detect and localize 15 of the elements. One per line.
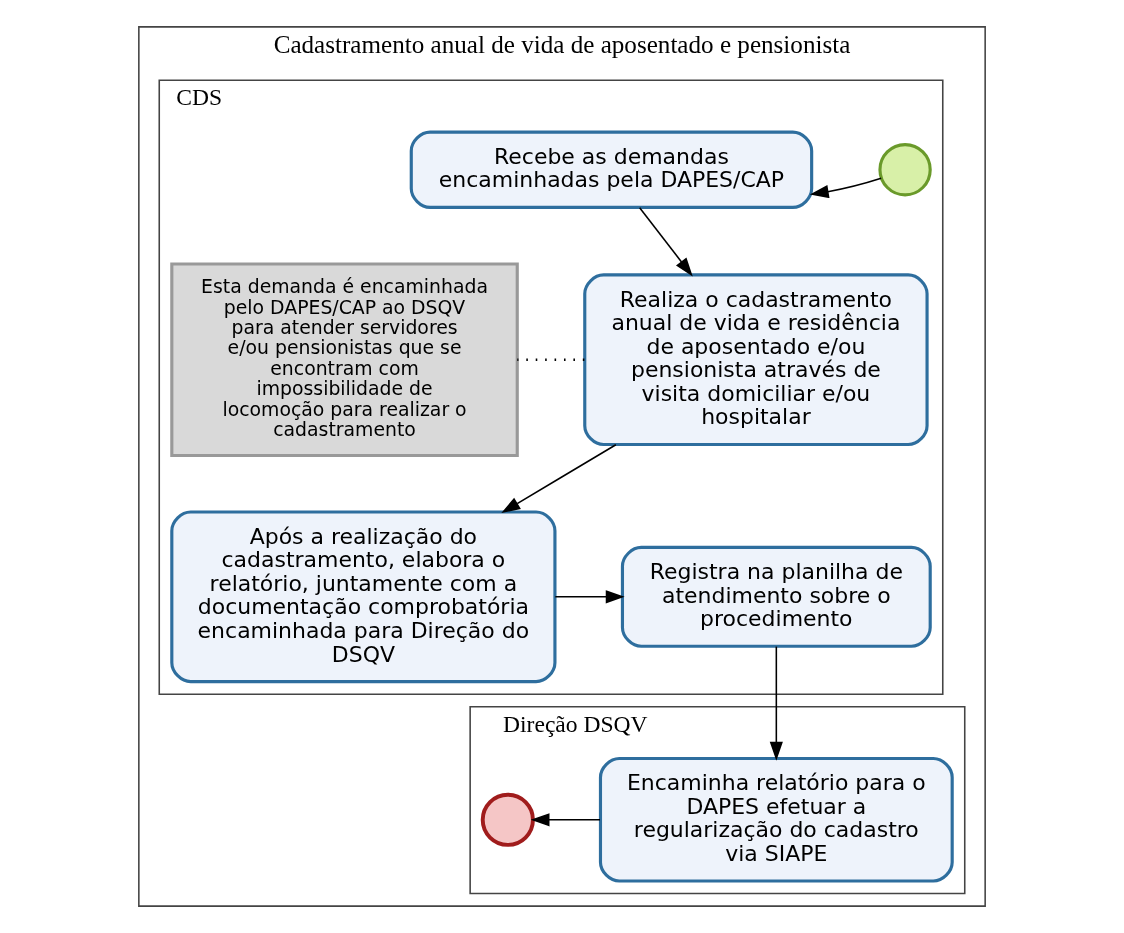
node-circle <box>878 143 932 197</box>
arrow <box>809 177 882 199</box>
arrow <box>530 813 601 827</box>
node-circle <box>480 792 535 847</box>
connector <box>517 358 585 361</box>
node-box: Realiza o cadastramento anual de vida e residência de aposentado e/ou pensionista através de visita domiciliar e/ou hospitalar <box>583 273 929 447</box>
node-box: Encaminha relatório para o DAPES efetuar a regularização do cadastro via SIAPE <box>598 756 954 883</box>
node-box: Registra na planilha de atendimento sobre o procedimento <box>620 545 932 648</box>
arrow <box>769 645 783 761</box>
arrow <box>554 590 625 604</box>
node-box: Recebe as demandas encaminhadas pela DAPES/CAP <box>409 130 814 209</box>
node-box: Esta demanda é encaminhada pelo DAPES/CAP ao DSQV para atender servidores e/ou pensionistas que se encontram com impossibilidade de locomoção para realizar o cadastramento <box>170 262 519 458</box>
arrow <box>638 207 693 277</box>
arrow <box>501 444 617 514</box>
node-box: Após a realização do cadastramento, elabora o relatório, juntamente com a documentação comprobatória encaminhada para Direção do DSQV <box>170 510 557 684</box>
